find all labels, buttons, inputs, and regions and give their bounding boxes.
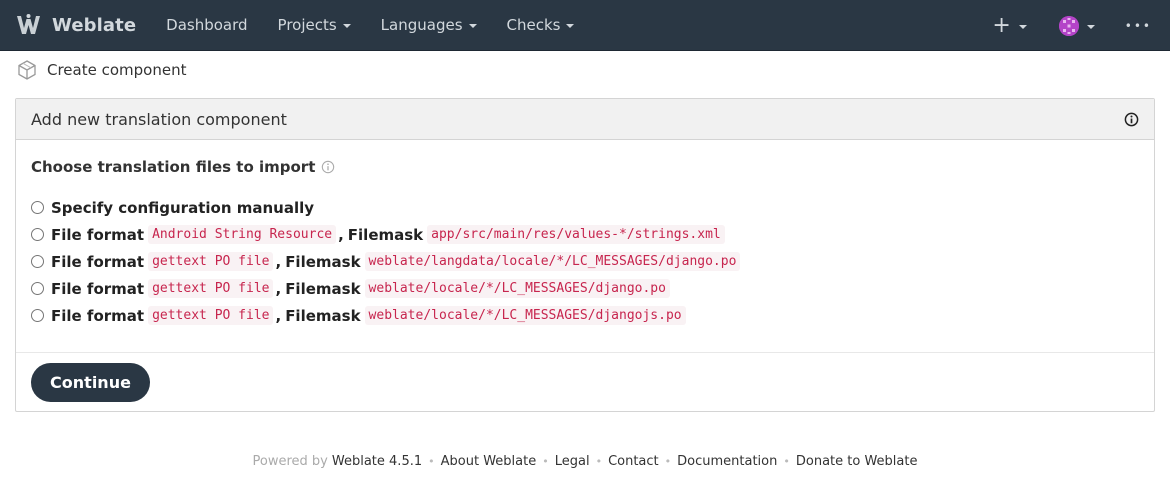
panel-footer: Continue bbox=[16, 352, 1154, 411]
comma: , bbox=[275, 252, 282, 271]
chevron-down-icon bbox=[342, 24, 351, 28]
chevron-down-icon bbox=[468, 24, 477, 28]
component-cube-icon bbox=[18, 60, 36, 80]
nav-right: + ••• bbox=[982, 0, 1170, 51]
comma: , bbox=[338, 225, 344, 244]
brand-link[interactable]: Weblate bbox=[0, 0, 136, 51]
comma: , bbox=[275, 279, 282, 298]
legal-link[interactable]: Legal bbox=[554, 453, 590, 469]
option-manual[interactable]: Specify configuration manually bbox=[31, 194, 1139, 221]
file-format-value: gettext PO file bbox=[148, 252, 274, 271]
user-menu-button[interactable] bbox=[1041, 0, 1109, 51]
chevron-down-icon bbox=[1086, 24, 1095, 29]
plus-icon: + bbox=[992, 13, 1011, 38]
radio-po-langdata[interactable] bbox=[31, 255, 44, 268]
about-weblate-link[interactable]: About Weblate bbox=[440, 453, 537, 469]
file-format-label: File format bbox=[51, 306, 145, 325]
option-manual-label: Specify configuration manually bbox=[51, 198, 315, 217]
panel-body: Choose translation files to import Speci… bbox=[16, 140, 1154, 352]
option-android[interactable]: File format Android String Resource , Fi… bbox=[31, 221, 1139, 248]
import-options: Specify configuration manually File form… bbox=[31, 194, 1139, 329]
filemask-label: Filemask bbox=[285, 252, 361, 271]
filemask-value: app/src/main/res/values-*/strings.xml bbox=[427, 225, 725, 244]
documentation-link[interactable]: Documentation bbox=[677, 453, 778, 469]
file-format-value: gettext PO file bbox=[148, 279, 274, 298]
section-label-text: Choose translation files to import bbox=[31, 158, 316, 176]
nav-dashboard[interactable]: Dashboard bbox=[151, 0, 262, 51]
radio-manual[interactable] bbox=[31, 201, 44, 214]
nav-checks[interactable]: Checks bbox=[492, 0, 590, 51]
avatar-pattern-icon bbox=[1058, 15, 1079, 36]
option-po-django[interactable]: File format gettext PO file , Filemask w… bbox=[31, 275, 1139, 302]
filemask-value: weblate/locale/*/LC_MESSAGES/djangojs.po bbox=[364, 306, 686, 325]
weblate-version-link[interactable]: Weblate 4.5.1 bbox=[331, 453, 423, 469]
breadcrumb-label: Create component bbox=[47, 61, 187, 79]
panel-title: Add new translation component bbox=[31, 109, 287, 129]
nav-projects[interactable]: Projects bbox=[263, 0, 366, 51]
radio-po-djangojs[interactable] bbox=[31, 309, 44, 322]
filemask-label: Filemask bbox=[285, 279, 361, 298]
chevron-down-icon bbox=[566, 24, 575, 28]
help-icon[interactable] bbox=[321, 160, 335, 174]
breadcrumb: Create component bbox=[16, 59, 186, 81]
add-menu-button[interactable]: + bbox=[982, 0, 1040, 51]
page-footer: Powered by Weblate 4.5.1 • About Weblate… bbox=[0, 451, 1170, 471]
separator: • bbox=[664, 454, 672, 468]
panel-heading: Add new translation component bbox=[16, 99, 1154, 140]
nav-languages-label: Languages bbox=[380, 16, 463, 34]
file-format-value: Android String Resource bbox=[148, 225, 337, 244]
nav-languages[interactable]: Languages bbox=[366, 0, 492, 51]
separator: • bbox=[783, 454, 790, 468]
file-format-label: File format bbox=[51, 279, 145, 298]
avatar bbox=[1058, 15, 1079, 36]
separator: • bbox=[542, 454, 549, 468]
nav-dashboard-label: Dashboard bbox=[166, 16, 248, 34]
more-dots-icon: ••• bbox=[1124, 18, 1152, 33]
brand-name: Weblate bbox=[52, 14, 137, 36]
add-component-panel: Add new translation component Choose tra… bbox=[15, 98, 1155, 412]
nav-checks-label: Checks bbox=[506, 16, 561, 34]
powered-by-text: Powered by bbox=[252, 453, 328, 469]
filemask-label: Filemask bbox=[347, 225, 424, 244]
weblate-logo-icon bbox=[17, 14, 40, 34]
comma: , bbox=[275, 306, 282, 325]
filemask-value: weblate/locale/*/LC_MESSAGES/django.po bbox=[364, 279, 670, 298]
nav-projects-label: Projects bbox=[277, 16, 337, 34]
radio-android[interactable] bbox=[31, 228, 44, 241]
section-label: Choose translation files to import bbox=[31, 158, 1139, 176]
file-format-label: File format bbox=[51, 252, 145, 271]
separator: • bbox=[595, 454, 603, 468]
radio-po-django[interactable] bbox=[31, 282, 44, 295]
file-format-label: File format bbox=[51, 225, 145, 244]
filemask-label: Filemask bbox=[285, 306, 361, 325]
option-po-djangojs[interactable]: File format gettext PO file , Filemask w… bbox=[31, 302, 1139, 329]
contact-link[interactable]: Contact bbox=[608, 453, 659, 469]
chevron-down-icon bbox=[1018, 24, 1027, 29]
info-icon[interactable] bbox=[1124, 112, 1139, 127]
option-po-langdata[interactable]: File format gettext PO file , Filemask w… bbox=[31, 248, 1139, 275]
file-format-value: gettext PO file bbox=[148, 306, 274, 325]
more-menu-button[interactable]: ••• bbox=[1109, 0, 1170, 51]
continue-button[interactable]: Continue bbox=[31, 362, 150, 402]
filemask-value: weblate/langdata/locale/*/LC_MESSAGES/dj… bbox=[364, 252, 741, 271]
top-navbar: Weblate Dashboard Projects Languages Che… bbox=[0, 0, 1170, 51]
separator: • bbox=[428, 454, 435, 468]
donate-link[interactable]: Donate to Weblate bbox=[795, 453, 918, 469]
